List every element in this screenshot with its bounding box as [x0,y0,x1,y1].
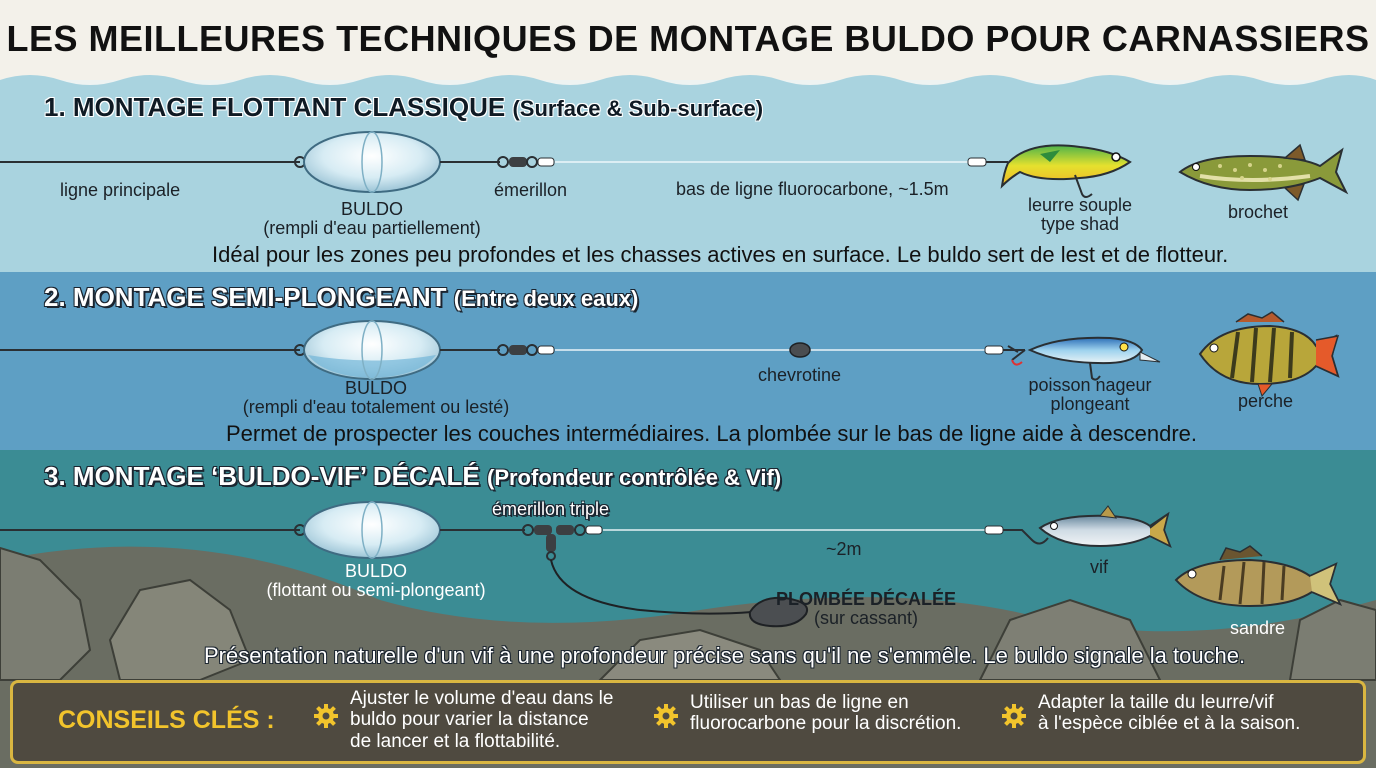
water-surface [0,75,1376,272]
tip-1-line-3: de lancer et la flottabilité. [350,730,561,752]
label-triple-swivel: émerillon triple [492,499,610,519]
section-2-heading-main: 2. MONTAGE SEMI-PLONGEANT [44,282,447,312]
sky-band [0,0,1376,80]
live-bait-illustration [1038,505,1172,549]
section-3-subheading: (Profondeur contrôlée & Vif) [487,465,782,490]
swivel [497,156,555,168]
section-2-heading: 2. MONTAGE SEMI-PLONGEANT (Entre deux ea… [44,282,638,313]
buldo-float [303,501,441,559]
label-fish-zander: sandre [1230,618,1286,638]
label-buldo-note-2: (rempli d'eau totalement ou lesté) [242,397,510,417]
key-tips-panel [10,680,1366,764]
tip-1-line-2: buldo pour varier la distance [350,709,589,731]
page-title: LES MEILLEURES TECHNIQUES DE MONTAGE BUL… [6,18,1370,59]
tip-2-line-2: fluorocarbone pour la discrétion. [690,713,962,735]
rock-left [0,546,92,681]
section-3-description: Présentation naturelle d'un vif à une pr… [204,643,1246,668]
label-offset-weight-note: (sur cassant) [813,608,919,628]
section-2-subheading: (Entre deux eaux) [453,286,639,311]
section-3-heading: 3. MONTAGE ‘BULDO-VIF’ DÉCALÉ (Profondeu… [44,461,781,492]
rig-3 [0,501,1343,628]
rig-2 [0,311,1340,398]
section-3-heading-main: 3. MONTAGE ‘BULDO-VIF’ DÉCALÉ [44,461,480,491]
gear-icon [1002,704,1026,728]
label-buldo-1: BULDO [340,199,403,219]
label-buldo-2: BULDO [344,378,407,398]
section-2-description: Permet de prospecter les couches intermé… [226,421,1197,446]
tip-3-line-2: à l'espèce ciblée et à la saison. [1038,713,1301,735]
label-live-bait: vif [1090,557,1108,577]
leader-clip [984,345,1004,355]
tip-2-text: Utiliser un bas de ligne en fluorocarbon… [690,692,961,735]
label-lure-2a: poisson nageur [1028,375,1152,395]
label-leader-length: ~2m [826,539,862,559]
label-lure-2b: plongeant [1050,394,1130,414]
tip-3-text: Adapter la taille du leurre/vif à l'espè… [1038,692,1300,735]
pike-illustration [1178,143,1349,202]
label-buldo-note-1: (rempli d'eau partiellement) [263,218,481,238]
gear-icon [314,704,338,728]
label-lure-1b: type shad [1040,214,1120,234]
offset-weight [748,596,808,628]
section-1-heading: 1. MONTAGE FLOTTANT CLASSIQUE (Surface &… [44,92,763,123]
leader-clip [967,157,987,167]
label-fish-pike: brochet [1228,202,1289,222]
label-swivel: émerillon [494,180,568,200]
label-leader: bas de ligne fluorocarbone, ~1.5m [676,179,949,199]
buldo-water [308,355,436,378]
tip-2-line-1: Utiliser un bas de ligne en [690,692,909,713]
shad-lure [1000,144,1132,198]
tip-1-text: Ajuster le volume d'eau dans le buldo po… [350,688,613,752]
label-fish-perch: perche [1238,391,1294,411]
tip-3-line-1: Adapter la taille du leurre/vif [1038,692,1274,713]
label-split-shot: chevrotine [758,365,842,385]
label-lure-1a: leurre souple [1027,195,1133,215]
label-buldo-3: BULDO [344,561,407,581]
perch-illustration [1198,311,1340,398]
label-main-line: ligne principale [60,180,181,200]
tips-heading: CONSEILS CLÉS : [58,706,275,734]
rig-1 [0,131,1349,202]
buldo-highlight [361,131,383,193]
zander-illustration [1174,545,1343,608]
section-1-subheading: (Surface & Sub-surface) [512,96,764,121]
leader-clip [984,525,1004,535]
buldo-float [303,131,441,193]
crankbait-lure [1007,336,1161,381]
label-buldo-note-3: (flottant ou semi-plongeant) [266,580,486,600]
section-1-heading-main: 1. MONTAGE FLOTTANT CLASSIQUE [44,92,506,122]
tip-1-line-1: Ajuster le volume d'eau dans le [350,688,614,709]
triple-swivel [522,524,603,561]
gear-icon [654,704,678,728]
split-shot [789,342,811,358]
dropper-line [550,559,753,615]
section-1-description: Idéal pour les zones peu profondes et le… [212,242,1229,267]
label-offset-weight: PLOMBÉE DÉCALÉE [776,589,957,609]
swivel [497,344,555,356]
